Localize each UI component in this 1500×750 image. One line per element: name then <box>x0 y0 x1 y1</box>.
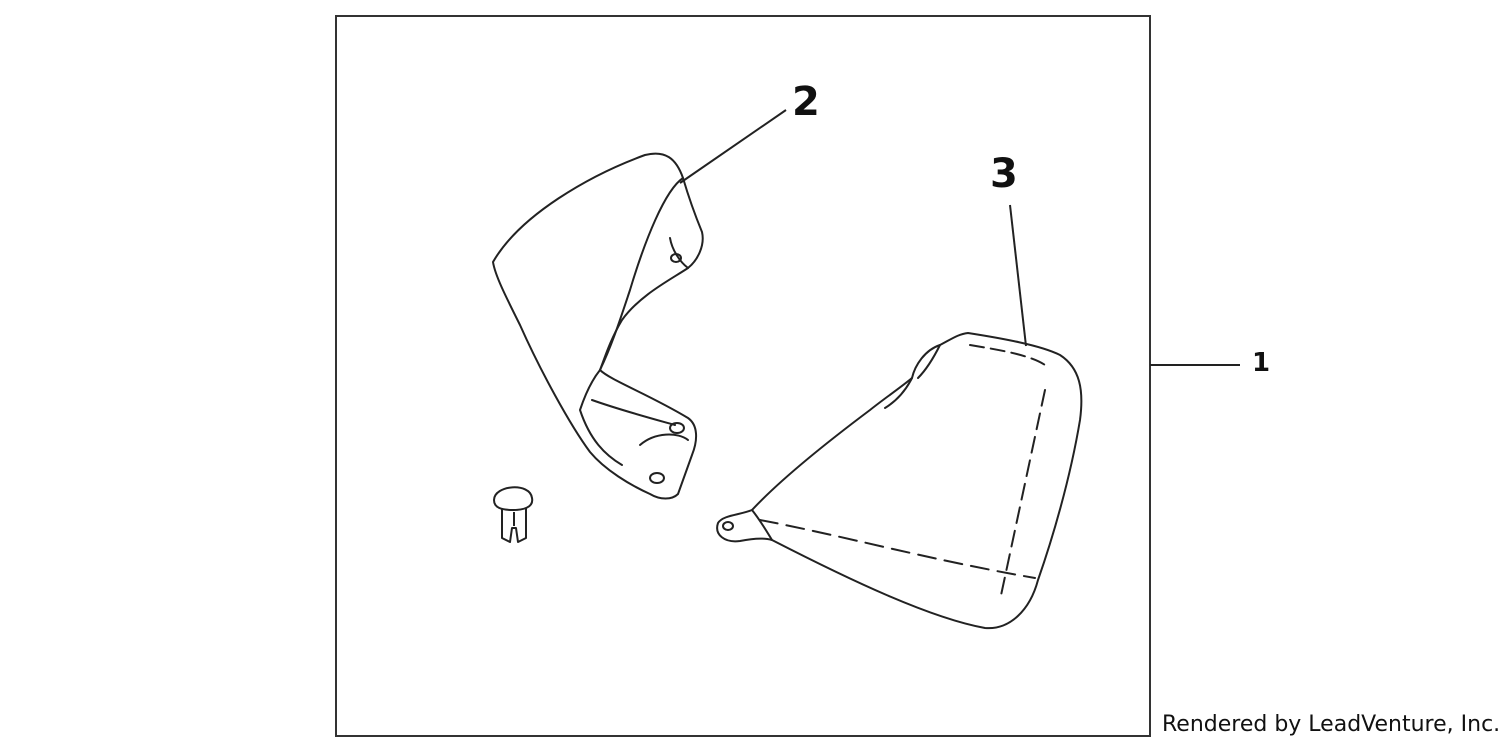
clip-fastener-part <box>493 486 534 543</box>
left-handguard-part <box>492 152 704 500</box>
leader-line-3 <box>1009 204 1027 347</box>
callout-label-3: 3 <box>990 151 1018 197</box>
kit-frame <box>335 15 1151 737</box>
render-credit: Rendered by LeadVenture, Inc. <box>1162 712 1500 737</box>
callout-label-1: 1 <box>1252 348 1271 378</box>
right-handguard-part <box>716 332 1083 630</box>
callout-label-2: 2 <box>792 79 820 125</box>
leader-line-2 <box>679 109 787 184</box>
